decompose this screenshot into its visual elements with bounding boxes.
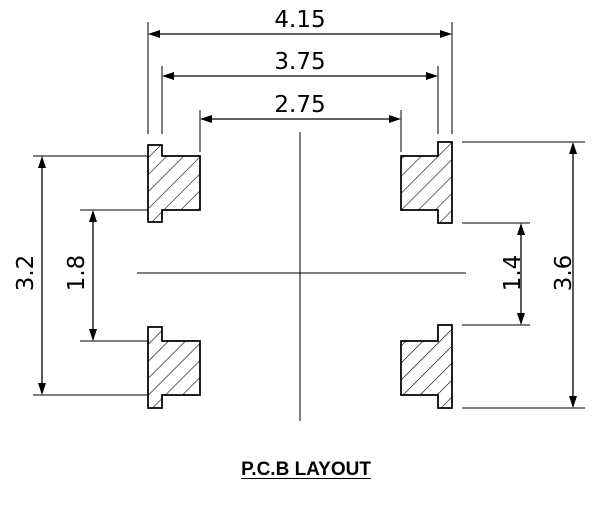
dimension-label-left-outer-height: 3.2 [13, 255, 39, 292]
pad-bottom-right [400, 324, 453, 409]
pcb-layout-caption: P.C.B LAYOUT [241, 459, 371, 480]
pad-bottom-left [147, 326, 201, 409]
dimension-label-right-inner-height: 1.4 [500, 255, 526, 292]
dimension-label-inner-width: 2.75 [274, 92, 325, 118]
pcb-layout-caption-wrapper: P.C.B LAYOUT [0, 459, 612, 481]
dimension-left-outer-height: 3.2 [13, 155, 148, 396]
dimension-outer-width: 4.15 [147, 7, 453, 134]
dimension-left-inner-height: 1.8 [64, 209, 148, 342]
pad-top-left [147, 144, 201, 223]
dimension-label-left-inner-height: 1.8 [64, 255, 90, 292]
center-lines [137, 132, 466, 421]
dimension-label-right-outer-height: 3.6 [551, 255, 577, 292]
pad-top-right [400, 141, 453, 224]
dimension-label-outer-width: 4.15 [274, 7, 325, 33]
dimension-right-outer-height: 3.6 [462, 141, 585, 409]
dimension-mid-width: 3.75 [161, 49, 439, 134]
dimension-inner-width: 2.75 [199, 92, 402, 152]
dimension-right-inner-height: 1.4 [462, 222, 530, 326]
dimension-label-mid-width: 3.75 [274, 49, 325, 75]
